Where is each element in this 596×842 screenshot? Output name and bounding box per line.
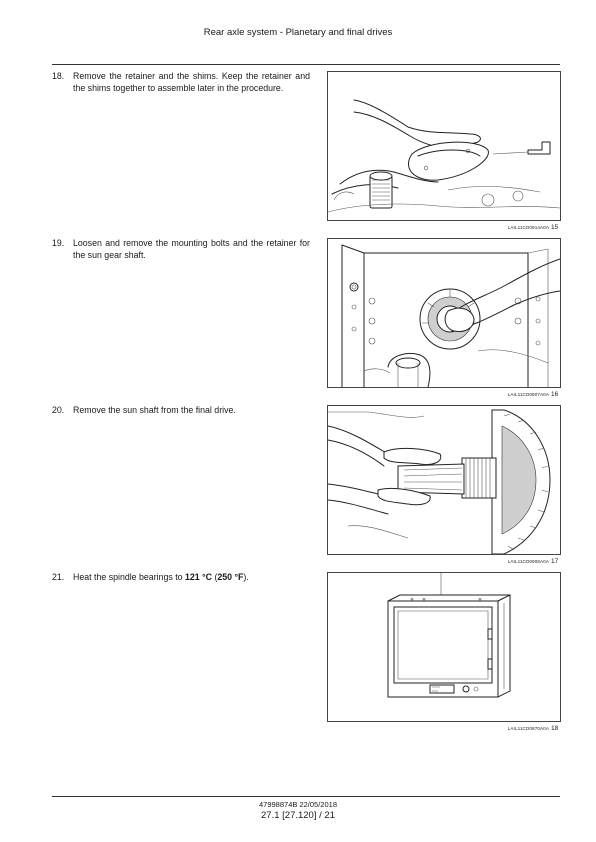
step-number: 18.	[52, 71, 65, 81]
step-20: 20. Remove the sun shaft from the final …	[52, 405, 310, 417]
figure-17	[327, 405, 561, 555]
step-21: 21. Heat the spindle bearings to 121 °C …	[52, 572, 310, 584]
page-header-title: Rear axle system - Planetary and final d…	[203, 27, 393, 38]
sun-gear-retainer-illustration	[341, 244, 560, 387]
figure-15	[327, 71, 561, 221]
step-18: 18. Remove the retainer and the shims. K…	[52, 71, 310, 94]
figure-17-number: 17	[551, 558, 559, 565]
figure-15-code: LAIL11CD0914A0A	[507, 225, 549, 230]
figure-15-number: 15	[551, 224, 559, 231]
figure-18-code: LAIL11CD0870A0A	[507, 726, 549, 731]
step-text-part: Heat the spindle bearings to	[73, 572, 185, 582]
step-text: Remove the sun shaft from the final driv…	[73, 405, 236, 415]
figure-18	[327, 572, 561, 722]
figure-16-code: LAIL11CD0907A0A	[507, 392, 549, 397]
footer-document-code: 47998874B 22/05/2018	[259, 800, 337, 809]
footer-rule	[52, 796, 560, 797]
oven-illustration	[387, 573, 511, 698]
figure-18-number: 18	[551, 725, 559, 732]
temperature-celsius: 121 °C	[185, 572, 212, 582]
figure-16	[327, 238, 561, 388]
figure-16-number: 16	[551, 391, 559, 398]
step-19: 19. Loosen and remove the mounting bolts…	[52, 238, 310, 261]
step-number: 19.	[52, 238, 65, 248]
sun-shaft-removal-illustration	[328, 409, 551, 554]
step-number: 20.	[52, 405, 65, 415]
header-rule	[52, 64, 560, 65]
footer-page-number: 27.1 [27.120] / 21	[261, 810, 335, 821]
step-text: Heat the spindle bearings to 121 °C (250…	[73, 572, 310, 584]
temperature-fahrenheit: 250 °F	[217, 572, 244, 582]
step-text-part: (	[212, 572, 218, 582]
step-text: Remove the retainer and the shims. Keep …	[73, 71, 310, 93]
retainer-removal-illustration	[328, 99, 560, 213]
figure-17-code: LAIL11CD0908A0A	[507, 559, 549, 564]
step-text: Loosen and remove the mounting bolts and…	[73, 238, 310, 260]
step-text-part: ).	[243, 572, 249, 582]
step-number: 21.	[52, 572, 65, 582]
